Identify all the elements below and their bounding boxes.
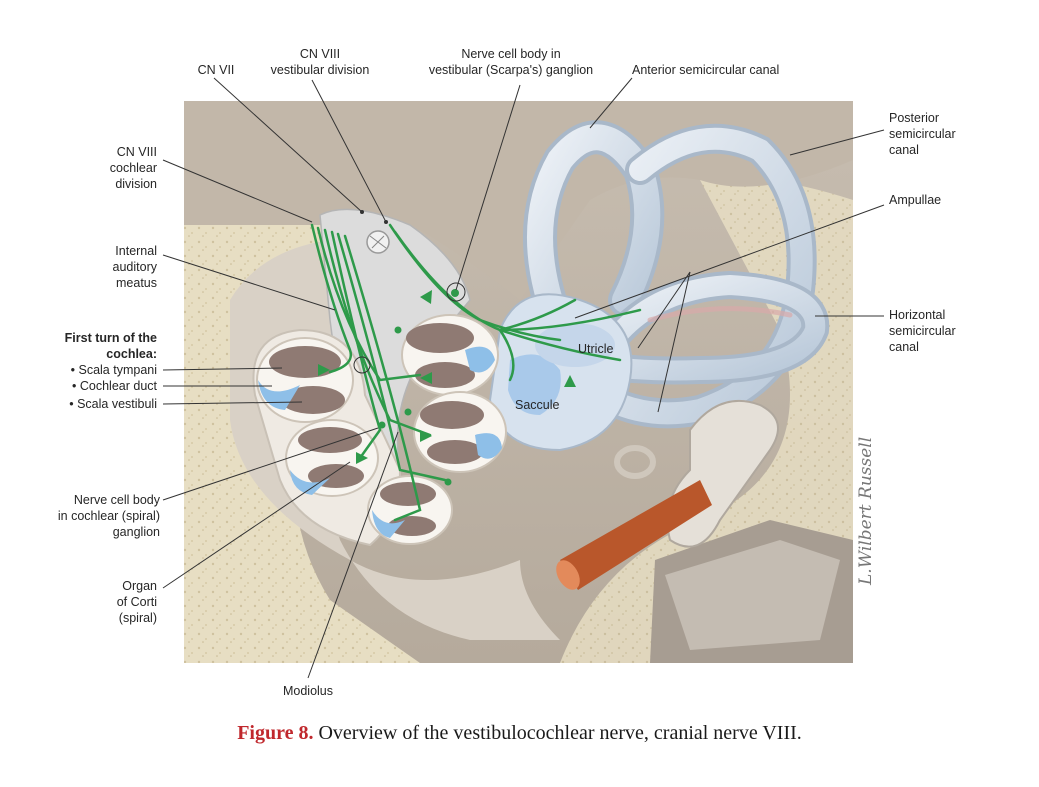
nerve-ganglia [378,289,459,486]
label-cochlear-duct: • Cochlear duct [72,379,157,393]
artist-signature: L.Wilbert Russell [856,436,876,585]
nerve-fibers [310,223,642,522]
label-spiral-ganglion: Nerve cell body in cochlear (spiral) gan… [57,493,160,539]
label-horizontal-canal: Horizontal semicircular canal [889,308,956,354]
muscle [556,480,712,590]
label-scarpa-ganglion: Nerve cell body in vestibular (Scarpa's)… [428,47,594,77]
cochlea-section-2 [401,314,499,396]
cochlea-section-1 [256,337,354,423]
cochlea-section-3 [413,391,507,473]
label-internal-meatus: Internal auditory meatus [112,244,157,290]
label-modiolus: Modiolus [282,684,334,698]
label-saccule: Saccule [515,398,560,412]
figure-caption: Figure 8. Overview of the vestibulocochl… [0,722,1039,745]
label-ampullae: Ampullae [889,193,942,207]
label-scala-vestibuli: • Scala vestibuli [69,397,157,411]
label-first-turn: First turn of the cochlea: [64,331,157,361]
label-anterior-canal: Anterior semicircular canal [632,63,780,77]
label-cn8-cochlear: CN VIII cochlear division [109,145,157,191]
caption-text: Overview of the vestibulocochlear nerve,… [313,722,802,744]
cochlea-section-5 [367,475,453,545]
label-cn7: CN VII [197,63,235,77]
leader-lines [162,77,885,679]
label-organ-corti: Organ of Corti (spiral) [116,579,157,625]
signal-arrows [318,290,576,464]
label-cn8-vestibular: CN VIII vestibular division [270,47,370,77]
caption-figure-number: Figure 8. [237,722,314,744]
cochlea-section-4 [285,419,379,497]
label-scala-tympani: • Scala tympani [70,363,157,377]
label-posterior-canal: Posterior semicircular canal [889,111,956,157]
semicircular-canals [523,120,830,429]
label-utricle: Utricle [578,342,614,356]
